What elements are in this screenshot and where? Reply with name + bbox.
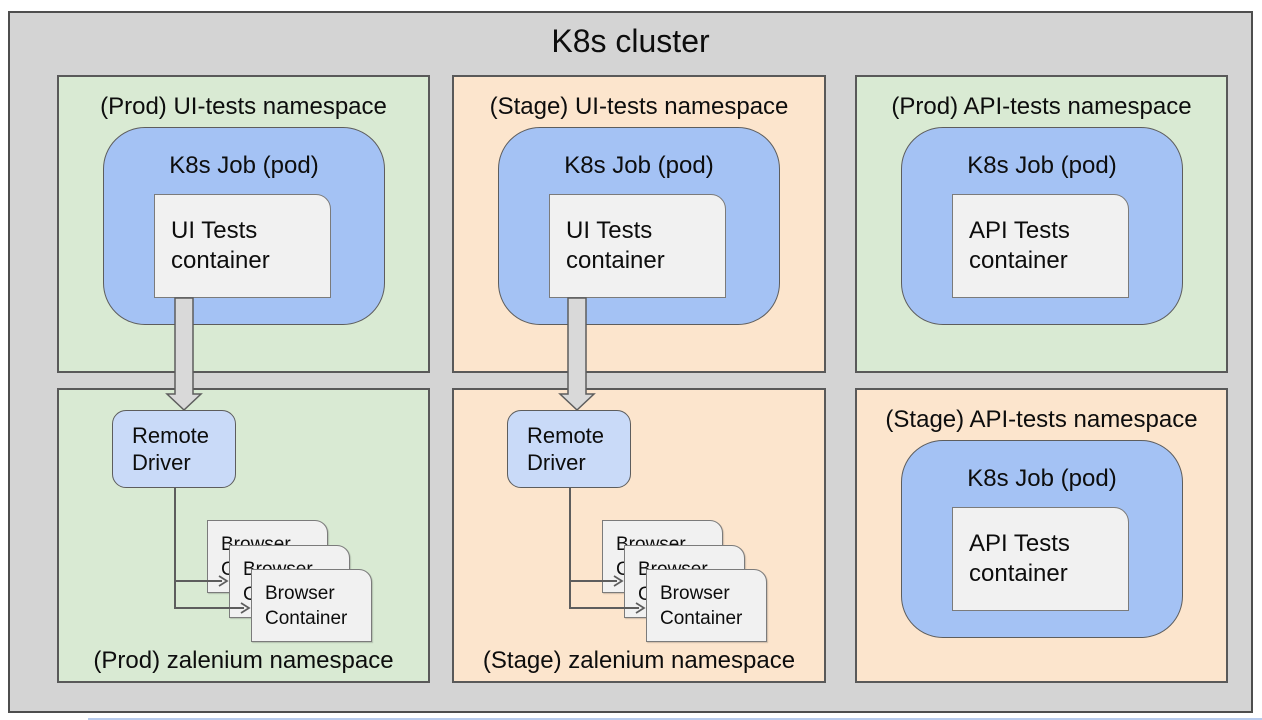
k8s-job-pod-box: K8s Job (pod) UI Tests container (498, 127, 780, 325)
browser-container-card: Browser Container (646, 569, 767, 642)
k8s-job-label: K8s Job (pod) (169, 152, 319, 179)
api-tests-container-box: API Tests container (952, 194, 1129, 298)
ui-tests-container-box: UI Tests container (154, 194, 331, 298)
arrowhead-right-icon (613, 575, 624, 587)
connector-line-horizontal (569, 580, 617, 582)
namespace-title: (Prod) zalenium namespace (93, 647, 394, 674)
k8s-job-label: K8s Job (pod) (564, 152, 714, 179)
remote-driver-label: Remote Driver (132, 423, 210, 475)
namespace-stage-zalenium: Remote Driver Browser Container Browser … (452, 388, 826, 683)
remote-driver-box: Remote Driver (507, 410, 631, 488)
ui-tests-container-box: UI Tests container (549, 194, 726, 298)
api-tests-container-box: API Tests container (952, 507, 1129, 611)
browser-container-card: Browser Container (251, 569, 372, 642)
bottom-accent-line (88, 718, 1262, 720)
k8s-job-pod-box: K8s Job (pod) UI Tests container (103, 127, 385, 325)
namespace-title: (Stage) UI-tests namespace (489, 93, 789, 120)
connector-line-horizontal (569, 607, 639, 609)
k8s-cluster-box: K8s cluster (Prod) UI-tests namespace K8… (8, 11, 1253, 713)
k8s-cluster-title: K8s cluster (551, 23, 710, 59)
api-tests-container-label: API Tests container (969, 217, 1070, 274)
connector-line-horizontal (174, 580, 222, 582)
namespace-title: (Stage) API-tests namespace (885, 406, 1198, 433)
namespace-title: (Prod) UI-tests namespace (100, 93, 387, 120)
browser-container-label: Browser Container (660, 582, 743, 629)
namespace-title: (Stage) zalenium namespace (482, 647, 796, 674)
namespace-prod-ui-tests: (Prod) UI-tests namespace K8s Job (pod) … (57, 75, 430, 373)
namespace-stage-ui-tests: (Stage) UI-tests namespace K8s Job (pod)… (452, 75, 826, 373)
arrowhead-right-icon (240, 602, 251, 614)
api-tests-container-label: API Tests container (969, 530, 1070, 587)
namespace-prod-api-tests: (Prod) API-tests namespace K8s Job (pod)… (855, 75, 1228, 373)
k8s-job-label: K8s Job (pod) (967, 465, 1117, 492)
k8s-job-pod-box: K8s Job (pod) API Tests container (901, 127, 1183, 325)
connector-line-vertical (174, 488, 176, 609)
remote-driver-label: Remote Driver (527, 423, 605, 475)
remote-driver-box: Remote Driver (112, 410, 236, 488)
namespace-stage-api-tests: (Stage) API-tests namespace K8s Job (pod… (855, 388, 1228, 683)
k8s-job-label: K8s Job (pod) (967, 152, 1117, 179)
browser-container-label: Browser Container (265, 582, 348, 629)
k8s-job-pod-box: K8s Job (pod) API Tests container (901, 440, 1183, 638)
ui-tests-container-label: UI Tests container (566, 217, 665, 274)
arrowhead-right-icon (218, 575, 229, 587)
namespace-title: (Prod) API-tests namespace (891, 93, 1192, 120)
connector-line-vertical (569, 488, 571, 609)
ui-tests-container-label: UI Tests container (171, 217, 270, 274)
arrowhead-right-icon (635, 602, 646, 614)
connector-line-horizontal (174, 607, 244, 609)
namespace-prod-zalenium: Remote Driver Browser Container Browser … (57, 388, 430, 683)
